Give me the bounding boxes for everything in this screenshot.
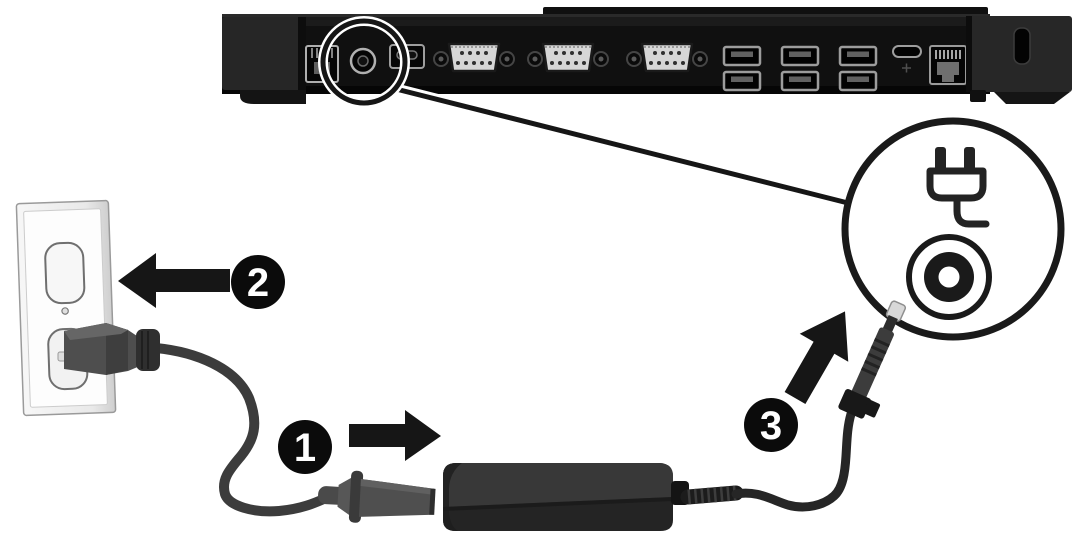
dc-connector-ribs (860, 337, 890, 377)
usb-a-port-5 (780, 70, 820, 92)
arrow-left-icon (118, 253, 230, 308)
dc-cable (731, 409, 856, 512)
usb-c-port-right (892, 45, 922, 73)
dc-connector-neck (882, 314, 898, 334)
dc-connector-collar (838, 388, 871, 419)
dock-left-end (222, 17, 306, 104)
dc-input-pin (357, 55, 369, 67)
dock-left-block-shadow (298, 17, 306, 90)
plug-collar-ridges (141, 331, 149, 369)
connector-nose-highlight (360, 478, 435, 495)
dock-left-block (222, 17, 306, 90)
step-3-number: 3 (760, 404, 782, 448)
dock-right-end (966, 16, 1072, 104)
step-2-badge: 2 (231, 255, 285, 309)
adapter-top-face (443, 463, 673, 507)
usb-a-port-4 (722, 70, 762, 92)
screw-cross (902, 63, 911, 73)
step-1-number: 1 (294, 426, 316, 470)
dc-connector-clip (863, 399, 881, 418)
rj45-port (929, 45, 967, 85)
step-annotations: 1 2 3 (118, 253, 849, 474)
dock-right-foot-small (970, 90, 986, 102)
step-3-badge: 3 (744, 398, 798, 452)
dock-right-block-shadow (966, 16, 972, 92)
power-cord-cable (151, 343, 331, 517)
outlet-top-receptacle (44, 241, 86, 305)
jack-center-hole (938, 266, 960, 288)
rj45-block (937, 62, 959, 75)
magnifier-circle (841, 117, 1065, 341)
dc-cable-rib-texture (687, 485, 737, 505)
dock-right-foot (994, 92, 1070, 104)
power-cord-connector (318, 470, 436, 523)
usb-c-right-housing (892, 45, 922, 58)
dc-power-jack-icon (906, 234, 992, 320)
wall-plug (57, 323, 160, 375)
usb-a-port-2 (780, 45, 820, 67)
power-callout (318, 16, 1065, 341)
docking-station-rear (222, 7, 1072, 104)
plug-cord (953, 194, 990, 228)
plug-housing-highlight (64, 323, 128, 340)
dock-top-highlight (222, 14, 990, 17)
outlet-screw (61, 307, 69, 315)
ac-adapter (443, 300, 907, 531)
connector-face (429, 488, 436, 515)
plug-housing-facet (106, 323, 128, 375)
wall-outlet (15, 199, 117, 417)
step-1-badge: 1 (278, 420, 332, 474)
arrow-right-icon (349, 410, 441, 461)
power-plug-icon (926, 147, 990, 228)
usb-a-port-3 (838, 45, 878, 67)
step-3-badge-circle (744, 398, 798, 452)
dc-power-input-port (349, 47, 377, 75)
plug-prong-left (935, 147, 946, 171)
dock-left-foot (240, 90, 306, 104)
security-lock-slot (1013, 27, 1031, 65)
rj45-clip (942, 75, 954, 82)
callout-leader-line (395, 86, 849, 206)
power-cord (57, 323, 436, 523)
step-2-badge-circle (231, 255, 285, 309)
adapter-edge-line (443, 497, 673, 511)
arrow-up-icon (784, 311, 849, 404)
usb-a-port-6 (838, 70, 878, 92)
rj45-contacts (935, 50, 961, 59)
dock-bottom-edge (222, 86, 990, 94)
step-1-badge-circle (278, 420, 332, 474)
adapter-brick (443, 463, 673, 531)
usb-a-port-1 (722, 45, 762, 67)
plug-body (926, 167, 987, 202)
dc-connector (838, 300, 907, 419)
dock-power-port-highlight-ring (320, 18, 408, 106)
plug-prong-right (964, 147, 975, 171)
adapter-left-shade (443, 463, 462, 531)
step-2-number: 2 (247, 261, 269, 305)
